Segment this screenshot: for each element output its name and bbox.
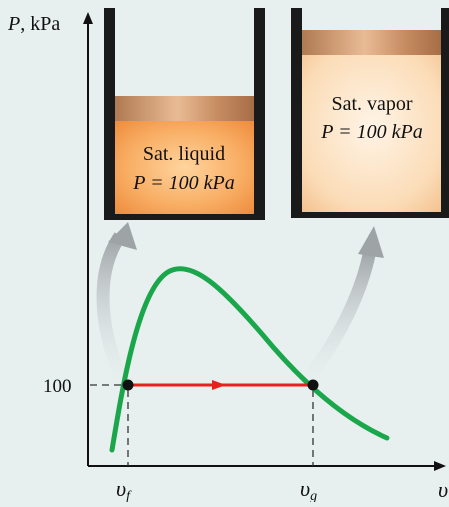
liquid-fill — [115, 121, 254, 214]
vapor-label-line2: P = 100 kPa — [320, 121, 422, 143]
y-axis-label: P, kPa — [7, 13, 60, 35]
pressure-tick-label: 100 — [43, 376, 72, 397]
saturated-vapor-container: Sat. vapor P = 100 kPa — [291, 8, 449, 218]
liquid-label-line2: P = 100 kPa — [132, 172, 234, 194]
process-direction-arrowhead — [212, 380, 226, 390]
vf-label: υf — [116, 476, 132, 502]
x-axis-label: υ — [438, 477, 448, 502]
vapor-cylinder-bottom — [291, 212, 449, 218]
vapor-piston — [302, 30, 441, 55]
saturated-vapor-point — [307, 379, 319, 391]
y-axis-arrowhead — [83, 12, 93, 24]
vg-label: υg — [300, 476, 317, 502]
saturated-liquid-container: Sat. liquid P = 100 kPa — [104, 8, 265, 220]
saturated-liquid-point — [122, 379, 134, 391]
liquid-piston — [115, 96, 254, 121]
liquid-cylinder-bottom — [104, 214, 265, 220]
vapor-state-arrow — [302, 226, 384, 383]
liquid-label-line1: Sat. liquid — [143, 143, 225, 165]
vapor-cylinder-left-wall — [291, 8, 302, 218]
x-axis-arrowhead — [434, 461, 446, 471]
liquid-cylinder-right-wall — [254, 8, 265, 220]
liquid-state-arrow — [96, 222, 137, 383]
saturation-dome-curve — [109, 266, 390, 453]
vapor-cylinder-right-wall — [441, 8, 449, 218]
constant-pressure-process — [128, 380, 313, 390]
vapor-fill — [302, 55, 441, 212]
dashed-guides — [90, 384, 314, 466]
vapor-label-line1: Sat. vapor — [331, 93, 412, 115]
liquid-cylinder-left-wall — [104, 8, 115, 220]
